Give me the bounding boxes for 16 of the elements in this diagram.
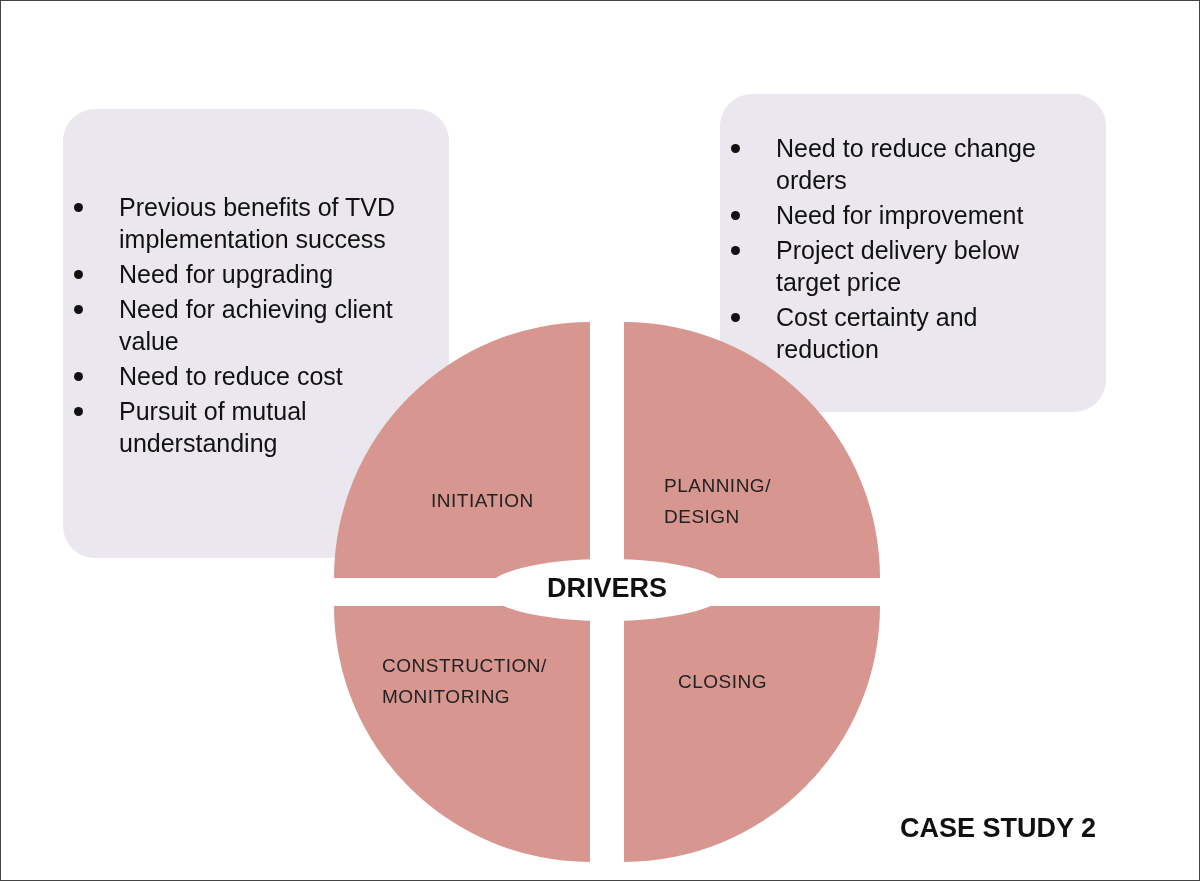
segment-label: CONSTRUCTION/ MONITORING xyxy=(382,654,548,709)
bullet-text: Pursuit of mutual understanding xyxy=(119,397,307,457)
bullet-text: Need for upgrading xyxy=(119,260,334,288)
center-label: DRIVERS xyxy=(546,573,668,604)
bullet-text: Need to reduce change orders xyxy=(776,134,1036,194)
bullet-text: Need to reduce cost xyxy=(119,362,343,390)
bullet-text: Need for achieving client value xyxy=(119,295,393,355)
bullet-text: Previous benefits of TVD implementation success xyxy=(119,193,396,253)
segment-label: PLANNING/ DESIGN xyxy=(664,474,772,529)
segment-label: INITIATION xyxy=(431,489,535,513)
caption-text: CASE STUDY 2 xyxy=(900,813,1097,844)
bullet-text: Project delivery below target price xyxy=(776,236,1020,296)
segment-label: CLOSING xyxy=(678,670,769,694)
bullet-text: Cost certainty and reduction xyxy=(776,303,978,363)
bullet-text: Need for improvement xyxy=(776,201,1024,229)
text-panel xyxy=(720,94,1106,412)
